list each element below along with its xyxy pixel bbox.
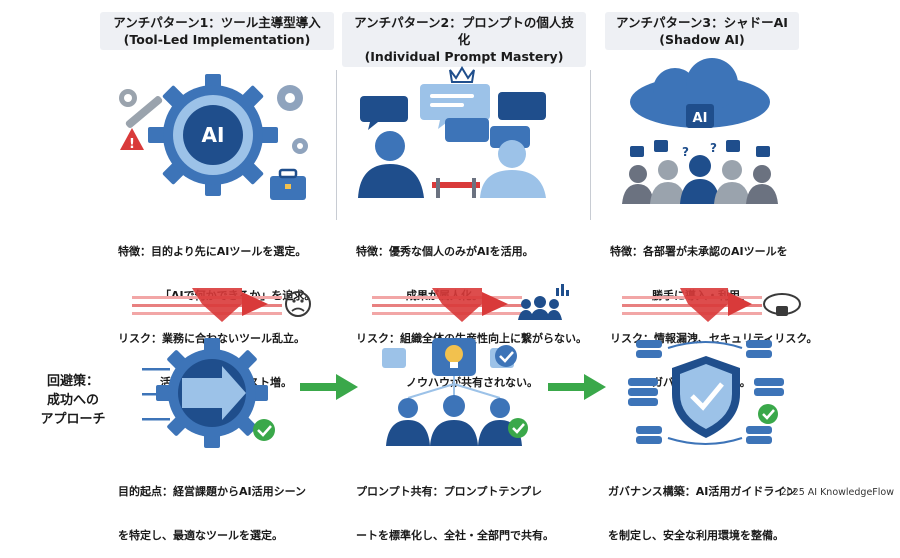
network-lines (407, 376, 501, 399)
shield-icon (672, 356, 740, 438)
svg-text:?: ? (682, 145, 689, 159)
solution-3-label: ガバナンス構築： (608, 485, 696, 498)
person-icon (358, 131, 546, 198)
server-icon (628, 340, 784, 444)
team-icon (518, 284, 569, 320)
solution-1-text2: を特定し、最適なツールを選定。 (118, 528, 283, 542)
pattern-3-title-text: アンチパターン3：シャドーAI (616, 15, 788, 30)
pattern-1-title-text: アンチパターン1：ツール主導型導入 (113, 15, 321, 30)
solution-1-label: 目的起点： (118, 485, 173, 498)
cloud-icon: AI (630, 58, 770, 128)
pattern-1-risk: 業務に合わないツール乱立。 (162, 332, 305, 345)
sad-face-icon (285, 291, 311, 317)
solution-2-text2: ートを標準化し、全社・全部門で共有。 (356, 528, 554, 542)
pattern-1-title: アンチパターン1：ツール主導型導入 (Tool-Led Implementati… (100, 12, 334, 50)
pattern-3-title: アンチパターン3：シャドーAI (Shadow AI) (605, 12, 799, 50)
gear-arrow-icon (142, 338, 268, 448)
solution-2-label: プロンプト共有： (356, 485, 444, 498)
pattern-1-feature: 目的より先にAIツールを選定。 (151, 245, 307, 258)
pattern-1-feature-label: 特徴： (118, 245, 151, 258)
svg-text:!: ! (129, 137, 135, 152)
pattern-2-subtitle: (Individual Prompt Mastery) (364, 49, 564, 64)
gear-ai-label: AI (202, 123, 225, 147)
footer-credit: 2025 AI KnowledgeFlow (780, 487, 894, 498)
solution-label: 回避策： 成功への アプローチ (28, 372, 118, 429)
gear-icon: AI (148, 74, 278, 196)
solution-label-line3: アプローチ (40, 412, 106, 427)
check-circle-icon (253, 419, 275, 441)
crown-icon (449, 66, 475, 83)
solution-1-description: 目的起点：経営課題からAI活用シーン を特定し、最適なツールを選定。 (118, 456, 306, 558)
pattern-2-red-arrow (372, 284, 569, 322)
chat-bubble-icon (360, 84, 546, 148)
cloud-ai-label: AI (693, 111, 708, 126)
svg-text:?: ? (710, 141, 717, 155)
pattern-2-feature: 優秀な個人のみがAIを活用。 (389, 245, 534, 258)
warning-icon: ! (120, 128, 144, 152)
solution-3-text: AI活用ガイドライン (695, 485, 797, 498)
column-divider-2 (590, 70, 591, 220)
team-icon (386, 395, 522, 446)
individual-prompt-illustration (358, 66, 546, 198)
question-icon: ? ? (682, 141, 717, 159)
pattern-1-risk-label: リスク： (118, 332, 162, 345)
small-gear-icon (277, 85, 308, 154)
barrier-icon (432, 178, 480, 198)
pattern-3-red-arrow (622, 288, 801, 322)
cloud-lock-icon (763, 293, 801, 316)
solution-2-description: プロンプト共有：プロンプトテンプレ ートを標準化し、全社・全部門で共有。 (356, 456, 554, 558)
pattern-1-red-arrow (132, 288, 311, 322)
people-group-icon (622, 155, 778, 204)
sync-arrows (667, 341, 743, 445)
check-circle-icon (495, 345, 528, 438)
toolbox-icon (270, 168, 306, 200)
solution-3-text2: を制定し、安全な利用環境を整備。 (608, 528, 784, 542)
column-divider-1 (336, 70, 337, 220)
solution-label-line2: 成功への (46, 393, 99, 408)
prompt-sharing-illustration (382, 338, 528, 446)
pattern-3-subtitle: (Shadow AI) (659, 32, 745, 47)
governance-illustration (628, 340, 784, 445)
pattern-3-feature-label: 特徴： (610, 245, 643, 258)
solution-2-text: プロンプトテンプレ (443, 485, 543, 498)
lock-icon (630, 140, 770, 157)
purpose-driven-illustration (142, 338, 275, 448)
pattern-2-feature-label: 特徴： (356, 245, 389, 258)
pattern-2-title-text: アンチパターン2：プロンプトの個人技化 (354, 15, 574, 47)
green-arrow-2 (548, 374, 606, 400)
shadow-ai-illustration: AI ? ? (622, 58, 778, 204)
green-arrow-1 (300, 374, 358, 400)
pattern-1-subtitle: (Tool-Led Implementation) (123, 32, 311, 47)
tool-led-illustration: ! AI (119, 74, 308, 200)
pattern-2-title: アンチパターン2：プロンプトの個人技化 (Individual Prompt M… (342, 12, 586, 67)
solution-3-description: ガバナンス構築：AI活用ガイドライン を制定し、安全な利用環境を整備。 (608, 456, 796, 558)
pattern-3-feature: 各部署が未承認のAIツールを (643, 245, 788, 258)
check-circle-icon (758, 404, 778, 424)
wrench-icon (119, 89, 163, 128)
solution-1-text: 経営課題からAI活用シーン (173, 485, 307, 498)
lightbulb-icon (432, 338, 476, 376)
pattern-2-risk-label: リスク： (356, 332, 400, 345)
solution-label-line1: 回避策： (46, 374, 99, 389)
pattern-2-risk2: ノウハウが共有されない。 (406, 375, 538, 389)
